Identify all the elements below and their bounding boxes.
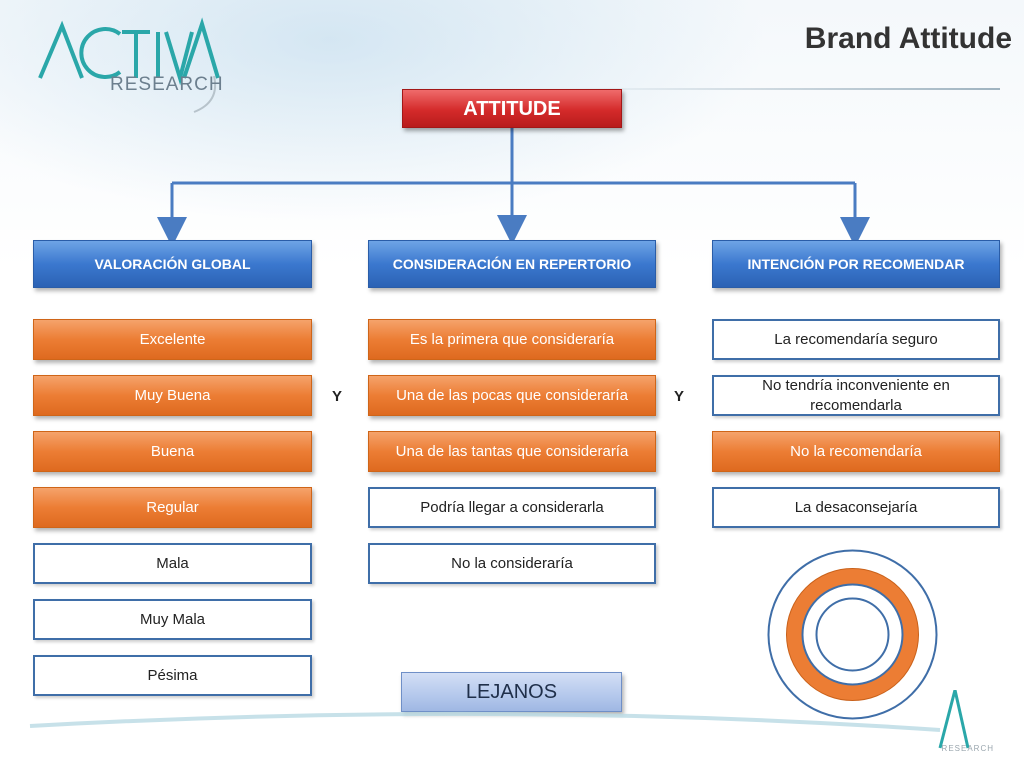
swoosh-decoration bbox=[29, 690, 970, 749]
title-divider bbox=[560, 88, 1000, 90]
item-pesima: Pésima bbox=[33, 655, 312, 696]
category-valoracion-global: VALORACIÓN GLOBAL bbox=[33, 240, 312, 288]
item-no-recomendaria: No la recomendaría bbox=[712, 431, 1000, 472]
item-muy-buena: Muy Buena bbox=[33, 375, 312, 416]
item-buena: Buena bbox=[33, 431, 312, 472]
connector-y-right: Y bbox=[674, 388, 685, 405]
attitude-root-box: ATTITUDE bbox=[402, 89, 622, 128]
item-excelente: Excelente bbox=[33, 319, 312, 360]
item-recomendaria-seguro: La recomendaría seguro bbox=[712, 319, 1000, 360]
item-muy-mala: Muy Mala bbox=[33, 599, 312, 640]
item-mala: Mala bbox=[33, 543, 312, 584]
target-rings-icon bbox=[767, 549, 938, 720]
connector-y-left: Y bbox=[332, 388, 343, 405]
logo-mark bbox=[38, 17, 220, 113]
category-intencion: INTENCIÓN POR RECOMENDAR bbox=[712, 240, 1000, 288]
category-consideracion: CONSIDERACIÓN EN REPERTORIO bbox=[368, 240, 656, 288]
item-podria: Podría llegar a considerarla bbox=[368, 487, 656, 528]
item-no-consideraria: No la consideraría bbox=[368, 543, 656, 584]
footer-research-mark: RESEARCH bbox=[941, 744, 994, 753]
lejanos-label-box: LEJANOS bbox=[401, 672, 622, 712]
item-no-inconveniente: No tendría inconveniente en recomendarla bbox=[712, 375, 1000, 416]
item-regular: Regular bbox=[33, 487, 312, 528]
logo-subtitle: RESEARCH bbox=[110, 74, 224, 95]
item-tantas: Una de las tantas que consideraría bbox=[368, 431, 656, 472]
item-pocas: Una de las pocas que consideraría bbox=[368, 375, 656, 416]
item-primera: Es la primera que consideraría bbox=[368, 319, 656, 360]
item-desaconsejaria: La desaconsejaría bbox=[712, 487, 1000, 528]
slide-title: Brand Attitude bbox=[804, 22, 1012, 55]
